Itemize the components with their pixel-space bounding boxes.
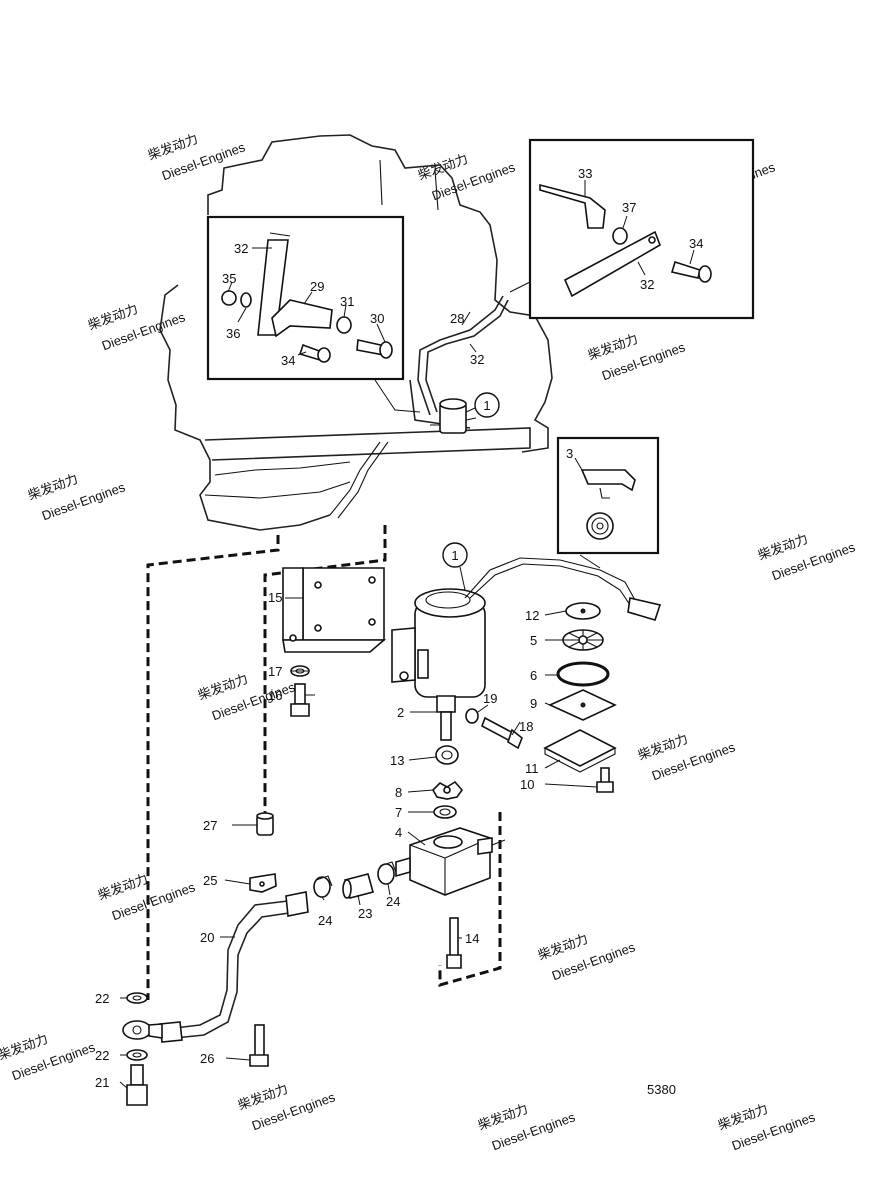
- electric-motor: [391, 557, 662, 741]
- label-12: 12: [525, 608, 539, 623]
- banjo-fitting: [122, 1020, 163, 1040]
- label-7: 7: [395, 805, 402, 820]
- clip-25: [249, 873, 277, 893]
- label-25: 25: [203, 873, 217, 888]
- washer-22-bottom: [126, 1049, 148, 1061]
- impeller-5: [562, 629, 604, 651]
- label-33: 33: [578, 166, 592, 181]
- label-28: 28: [450, 311, 464, 326]
- watermark-tile: 柴发动力 Diesel-Engines: [756, 531, 858, 583]
- hose-20: [159, 891, 309, 1043]
- label-9: 9: [530, 696, 537, 711]
- pump-housing-4: [395, 827, 506, 896]
- callout-circle-1-pump: 1: [442, 542, 468, 591]
- label-15: 15: [268, 590, 282, 605]
- watermark-tile: 柴发动力 Diesel-Engines: [636, 731, 738, 783]
- detail-box-right: [509, 138, 755, 320]
- leader-lines: [119, 597, 598, 1089]
- watermark-tile: 柴发动力 Diesel-Engines: [86, 301, 188, 353]
- clamp-24-right: [377, 861, 397, 885]
- bracket-15: [282, 567, 387, 653]
- disc-12: [565, 602, 601, 620]
- dashed-connection-lines: [146, 525, 502, 1000]
- label-14: 14: [465, 931, 479, 946]
- label-30: 30: [370, 311, 384, 326]
- label-11: 11: [525, 761, 539, 776]
- callout-circle-1-top: 1: [465, 392, 500, 418]
- label-35: 35: [222, 271, 236, 286]
- spacer-27: [256, 812, 274, 836]
- drawing-number: 5380: [647, 1082, 676, 1097]
- label-17: 17: [268, 664, 282, 679]
- label-6: 6: [530, 668, 537, 683]
- label-34-right: 34: [689, 236, 703, 251]
- label-34-left: 34: [281, 353, 295, 368]
- watermark-tile: 柴发动力 Diesel-Engines: [716, 1101, 818, 1153]
- label-4: 4: [395, 825, 402, 840]
- label-32-right: 32: [640, 277, 654, 292]
- ring-7: [433, 805, 457, 819]
- label-20: 20: [200, 930, 214, 945]
- cover-11: [543, 729, 617, 773]
- washer-19: [465, 708, 479, 724]
- label-8: 8: [395, 785, 402, 800]
- svg-text:1: 1: [451, 548, 458, 563]
- watermark-tile: 柴发动力 Diesel-Engines: [146, 131, 248, 183]
- svg-text:1: 1: [483, 398, 490, 413]
- washer-22-top: [126, 992, 148, 1004]
- watermark-tile: 柴发动力 Diesel-Engines: [536, 931, 638, 983]
- screw-18: [481, 716, 523, 750]
- label-37: 37: [622, 200, 636, 215]
- watermark-tile: 柴发动力 Diesel-Engines: [0, 1031, 98, 1083]
- cable-28: [417, 295, 509, 416]
- bolt-26: [249, 1024, 269, 1067]
- label-16: 16: [268, 688, 282, 703]
- watermark-tile: 柴发动力 Diesel-Engines: [236, 1081, 338, 1133]
- label-23: 23: [358, 906, 372, 921]
- watermark-tile: 柴发动力 Diesel-Engines: [416, 151, 518, 203]
- label-13: 13: [390, 753, 404, 768]
- label-18: 18: [519, 719, 533, 734]
- o-ring-6: [556, 661, 610, 687]
- label-22-bottom: 22: [95, 1048, 109, 1063]
- label-32-left: 32: [234, 241, 248, 256]
- label-19: 19: [483, 691, 497, 706]
- bolt-16: [290, 683, 310, 717]
- label-27: 27: [203, 818, 217, 833]
- clamp-24-left: [313, 875, 333, 898]
- label-24-right: 24: [386, 894, 400, 909]
- label-31: 31: [340, 294, 354, 309]
- bolt-14: [446, 917, 462, 969]
- label-21: 21: [95, 1075, 109, 1090]
- sleeve-23: [342, 873, 374, 899]
- screw-10: [596, 767, 614, 793]
- plate-9: [548, 689, 617, 721]
- gear-8: [432, 780, 464, 800]
- label-22-top: 22: [95, 991, 109, 1006]
- label-29: 29: [310, 279, 324, 294]
- label-10: 10: [520, 777, 534, 792]
- label-2: 2: [397, 705, 404, 720]
- label-3: 3: [566, 446, 573, 461]
- seal-13: [435, 745, 459, 765]
- label-24-left: 24: [318, 913, 332, 928]
- detail-box-3: [556, 436, 660, 569]
- detail-box-left: [206, 215, 421, 413]
- engine-mounted-pump: [329, 398, 477, 519]
- part-labels: 32 35 36 29 31 30 34 28 32 33 37 34 32 3…: [95, 166, 703, 1090]
- watermark-tile: 柴发动力 Diesel-Engines: [476, 1101, 578, 1153]
- label-5: 5: [530, 633, 537, 648]
- label-26: 26: [200, 1051, 214, 1066]
- watermark-tile: 柴发动力 Diesel-Engines: [26, 471, 128, 523]
- label-36: 36: [226, 326, 240, 341]
- label-32-main: 32: [470, 352, 484, 367]
- banjo-bolt-21: [126, 1064, 148, 1106]
- watermark-tile: 柴发动力 Diesel-Engines: [586, 331, 688, 383]
